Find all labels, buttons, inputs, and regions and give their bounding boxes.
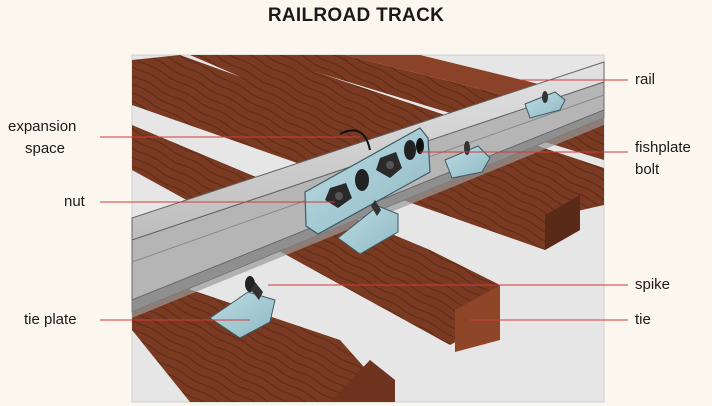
fishplate <box>304 127 431 255</box>
label-fishplate-bolt: fishplate bolt <box>635 137 691 181</box>
label-spike: spike <box>635 276 671 293</box>
leader-lines <box>100 79 628 321</box>
tie-plates <box>209 91 566 339</box>
fishplate-bolts <box>325 138 424 208</box>
label-expansion-line2: space <box>25 140 66 157</box>
diagram-title: RAILROAD TRACK <box>267 5 445 26</box>
label-fishplate-line2: bolt <box>635 161 660 178</box>
label-tie-plate: tie plate <box>24 311 77 328</box>
label-expansion-space: expansion space <box>8 116 76 160</box>
label-tie: tie <box>635 311 651 328</box>
label-rail: rail <box>635 71 656 88</box>
label-fishplate-line1: fishplate <box>635 139 691 156</box>
label-expansion-line1: expansion <box>8 118 77 135</box>
label-nut: nut <box>64 193 85 210</box>
